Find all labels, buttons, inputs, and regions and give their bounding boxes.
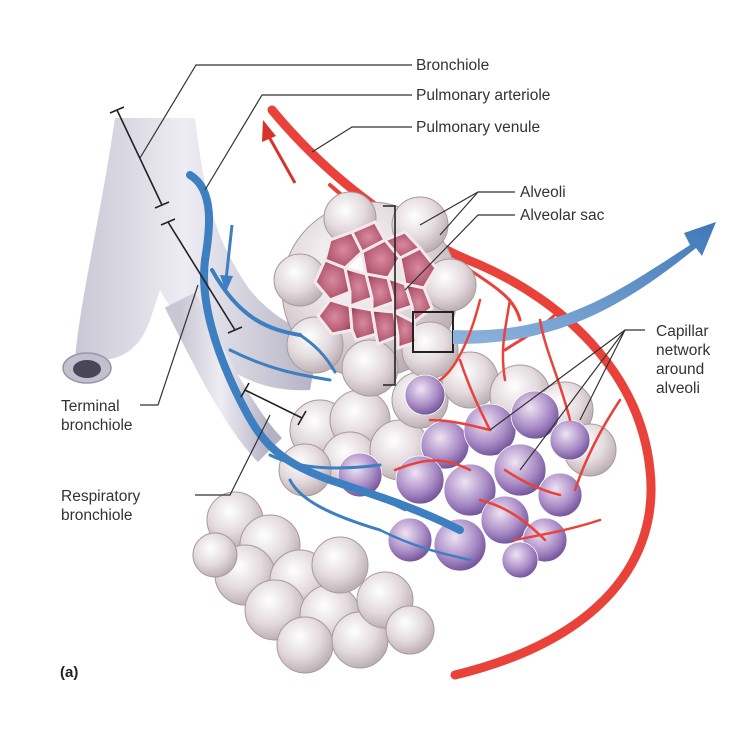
label-respiratory-line-1: Respiratory — [61, 488, 141, 505]
label-capillary-line-2: network — [656, 342, 711, 359]
venule-flow-arrow-icon — [262, 120, 297, 184]
label-capillary-line-3: around — [656, 361, 705, 378]
label-alveoli: Alveoli — [520, 184, 566, 201]
leader-lines — [139, 64, 645, 496]
label-bronchiole: Bronchiole — [416, 57, 490, 74]
label-respiratory-line-2: bronchiole — [61, 507, 133, 524]
label-pulmonary-venule: Pulmonary venule — [416, 119, 541, 136]
label-respiratory-bronchiole: Respiratory bronchiole — [61, 487, 140, 525]
label-terminal-bronchiole: Terminal bronchiole — [61, 397, 133, 435]
label-alveolar-sac: Alveolar sac — [520, 207, 605, 224]
label-terminal-line-1: Terminal — [61, 398, 120, 415]
label-capillary-line-4: alveoli — [656, 380, 700, 397]
arteriole-flow-arrow-icon — [220, 224, 234, 292]
zoom-arrow-icon — [453, 222, 716, 345]
measurement-bars — [109, 106, 396, 426]
label-pulmonary-arteriole: Pulmonary arteriole — [416, 87, 551, 104]
capillary-red-branches — [393, 298, 622, 542]
label-capillary-line-1: Capillar — [656, 323, 709, 340]
alveolar-cells — [313, 220, 438, 351]
panel-label: (a) — [60, 664, 79, 681]
label-capillary-network: Capillar network around alveoli — [656, 322, 710, 398]
alveolar-sac — [273, 191, 477, 397]
pulmonary-arteriole-vessel — [186, 171, 472, 562]
label-terminal-line-2: bronchiole — [61, 417, 133, 434]
